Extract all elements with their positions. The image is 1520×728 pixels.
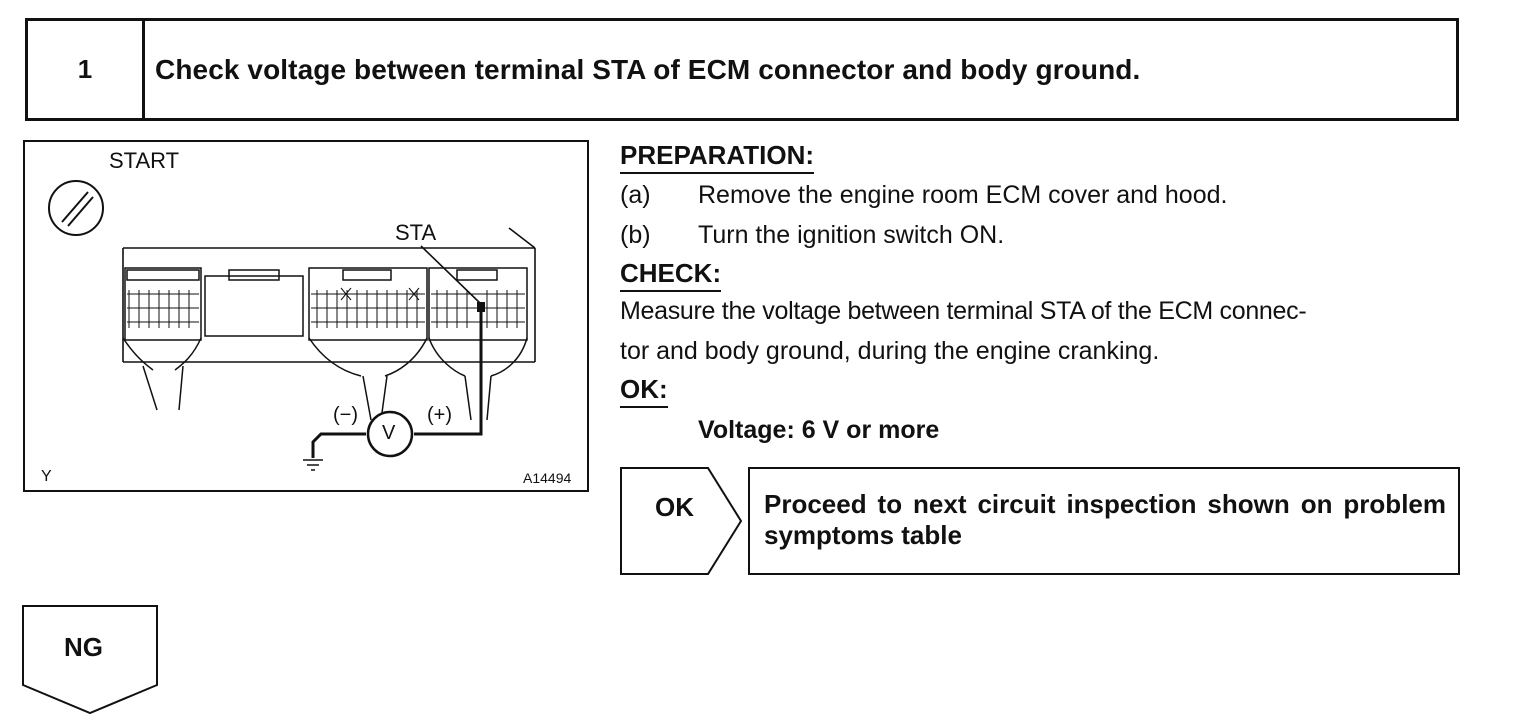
item-text: Turn the ignition switch ON. bbox=[698, 221, 1005, 249]
connector-illustration: START STA (−) (+) V Y A14494 bbox=[23, 140, 589, 492]
figure-id: A14494 bbox=[523, 470, 572, 486]
check-text-line-2: tor and body ground, during the engine c… bbox=[620, 337, 1160, 365]
ng-arrow-tag bbox=[22, 605, 158, 715]
start-label: START bbox=[109, 148, 180, 173]
wire-harnesses bbox=[122, 337, 528, 421]
check-heading: CHECK: bbox=[620, 258, 722, 292]
ok-heading: OK: bbox=[620, 374, 668, 408]
step-title: Check voltage between terminal STA of EC… bbox=[155, 53, 1141, 85]
ok-specification: Voltage: 6 V or more bbox=[698, 416, 940, 444]
plus-label: (+) bbox=[427, 404, 452, 426]
ok-arrow-tag bbox=[620, 467, 743, 575]
ignition-switch-icon bbox=[48, 180, 104, 236]
step-header: 1 Check voltage between terminal STA of … bbox=[25, 18, 1459, 121]
check-text-line-1: Measure the voltage between terminal STA… bbox=[620, 297, 1307, 325]
item-key: (b) bbox=[620, 221, 651, 249]
ok-result-box: Proceed to next circuit inspection shown… bbox=[748, 467, 1460, 575]
ok-tag-label: OK bbox=[655, 492, 694, 522]
ok-result-text: Proceed to next circuit inspection shown… bbox=[764, 489, 1446, 550]
item-text: Remove the engine room ECM cover and hoo… bbox=[698, 181, 1228, 209]
corner-mark: Y bbox=[41, 468, 52, 485]
ecm-housing bbox=[122, 227, 536, 363]
voltmeter-icon bbox=[366, 410, 414, 458]
minus-label: (−) bbox=[333, 404, 358, 426]
ground-icon bbox=[303, 459, 323, 471]
step-number: 1 bbox=[28, 21, 145, 118]
ecm-connector-drawing bbox=[48, 180, 536, 471]
ng-tag-label: NG bbox=[64, 632, 103, 662]
item-key: (a) bbox=[620, 181, 651, 209]
voltmeter-leads bbox=[311, 312, 483, 458]
sta-label: STA bbox=[395, 220, 437, 245]
voltmeter-label: V bbox=[382, 422, 396, 444]
preparation-heading: PREPARATION: bbox=[620, 140, 815, 174]
connector-pins bbox=[127, 287, 525, 328]
connector-blocks bbox=[124, 267, 528, 341]
